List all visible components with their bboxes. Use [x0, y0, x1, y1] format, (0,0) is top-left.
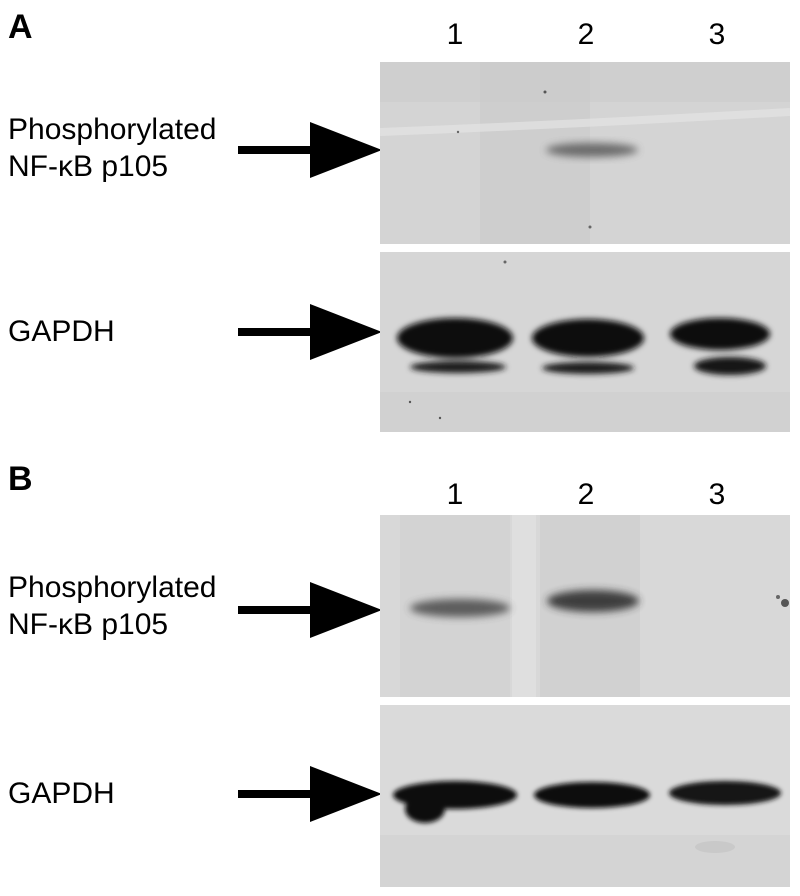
band [534, 782, 650, 808]
label-line-2: NF-κB p105 [8, 149, 169, 183]
blot-label-phospho-p105: Phosphorylated NF-κB p105 [8, 112, 216, 185]
lane-label-1: 1 [446, 18, 464, 51]
band [547, 590, 639, 612]
label-line-1: Phosphorylated [8, 113, 217, 146]
lane-label-3: 3 [708, 18, 726, 51]
blot-label-gapdh: GAPDH [8, 777, 115, 810]
lane-label-3: 3 [708, 478, 726, 511]
band [397, 318, 513, 358]
lane-label-2: 2 [577, 18, 595, 51]
blot-label-gapdh: GAPDH [8, 315, 115, 348]
blot-image-a-phospho [380, 62, 790, 244]
arrow-icon [238, 304, 382, 360]
lane-label-2: 2 [577, 478, 595, 511]
blot-image-b-phospho [380, 515, 790, 697]
band [542, 362, 634, 374]
panel-label-b: B [8, 460, 33, 498]
band [410, 599, 510, 617]
band [405, 795, 445, 823]
band [694, 357, 766, 375]
band [532, 319, 644, 357]
label-line-2: NF-κB p105 [8, 607, 169, 641]
lane-label-1: 1 [446, 478, 464, 511]
band [670, 318, 770, 350]
band [669, 781, 781, 805]
blot-label-phospho-p105: Phosphorylated NF-κB p105 [8, 570, 216, 643]
arrow-icon [238, 766, 382, 822]
blot-image-b-gapdh [380, 705, 790, 887]
band [546, 143, 638, 157]
arrow-icon [238, 582, 382, 638]
blot-image-a-gapdh [380, 252, 790, 432]
arrow-icon [238, 122, 382, 178]
panel-label-a: A [8, 8, 33, 46]
band [410, 361, 506, 373]
label-line-1: Phosphorylated [8, 571, 217, 604]
